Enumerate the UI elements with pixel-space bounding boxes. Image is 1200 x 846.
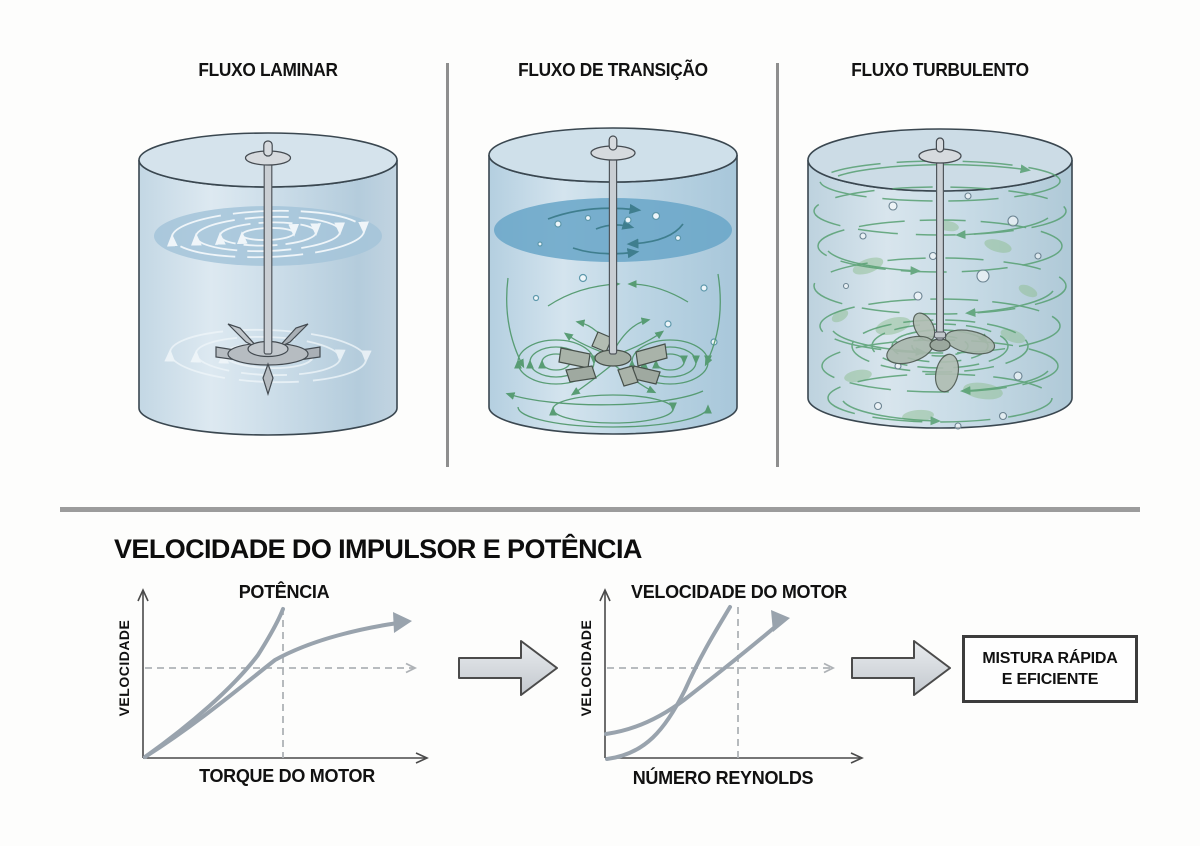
graph2-title: VELOCIDADE DO MOTOR — [631, 582, 847, 602]
motor-speed-curve — [605, 605, 732, 761]
shaft — [590, 135, 636, 355]
dashed-guides — [145, 608, 418, 758]
speed-curve — [143, 621, 400, 759]
axes — [599, 588, 864, 764]
right-arrow-icon — [458, 640, 558, 696]
result-box-line2: E EFICIENTE — [1001, 671, 1099, 688]
graph2-x-axis-label: NÚMERO REYNOLDS — [632, 768, 814, 788]
green-vortex-arrows — [505, 273, 721, 428]
panel-divider-1 — [446, 63, 449, 467]
impeller — [215, 323, 321, 397]
impeller — [558, 331, 668, 387]
curves — [143, 607, 400, 759]
right-arrow-icon — [851, 640, 951, 696]
panel-title-transition: FLUXO DE TRANSIÇÃO — [518, 60, 708, 80]
panel-title-turbulent: FLUXO TURBULENTO — [851, 60, 1029, 80]
power-curve — [143, 607, 285, 759]
graph2-speed-vs-reynolds — [599, 588, 864, 764]
result-box: MISTURA RÁPIDA E EFICIENTE — [962, 635, 1138, 703]
surface-swirl-arrows — [547, 203, 684, 259]
transition-tank-illustration — [488, 127, 738, 435]
curves — [604, 605, 784, 761]
axes — [137, 588, 429, 764]
result-box-line1: MISTURA RÁPIDA — [982, 650, 1118, 667]
dashed-guides — [607, 607, 836, 758]
turbulent-tank-illustration — [807, 128, 1073, 430]
section-separator-line — [60, 507, 1140, 512]
bubbles — [842, 192, 1042, 430]
propeller — [886, 312, 996, 393]
shaft — [244, 140, 292, 355]
panel-title-laminar: FLUXO LAMINAR — [198, 60, 338, 80]
graph1-title: POTÊNCIA — [238, 582, 330, 602]
section-title: VELOCIDADE DO IMPULSOR E POTÊNCIA — [114, 534, 642, 564]
speed-curve-arrowhead — [393, 612, 412, 633]
graph1-power-vs-torque — [137, 588, 429, 764]
panel-divider-2 — [776, 63, 779, 467]
shaft — [918, 137, 962, 341]
graph1-x-axis-label: TORQUE DO MOTOR — [199, 766, 375, 786]
mixing-curve-arrowhead — [771, 610, 790, 632]
mixing-curve — [604, 619, 784, 736]
laminar-tank-illustration — [138, 132, 398, 436]
